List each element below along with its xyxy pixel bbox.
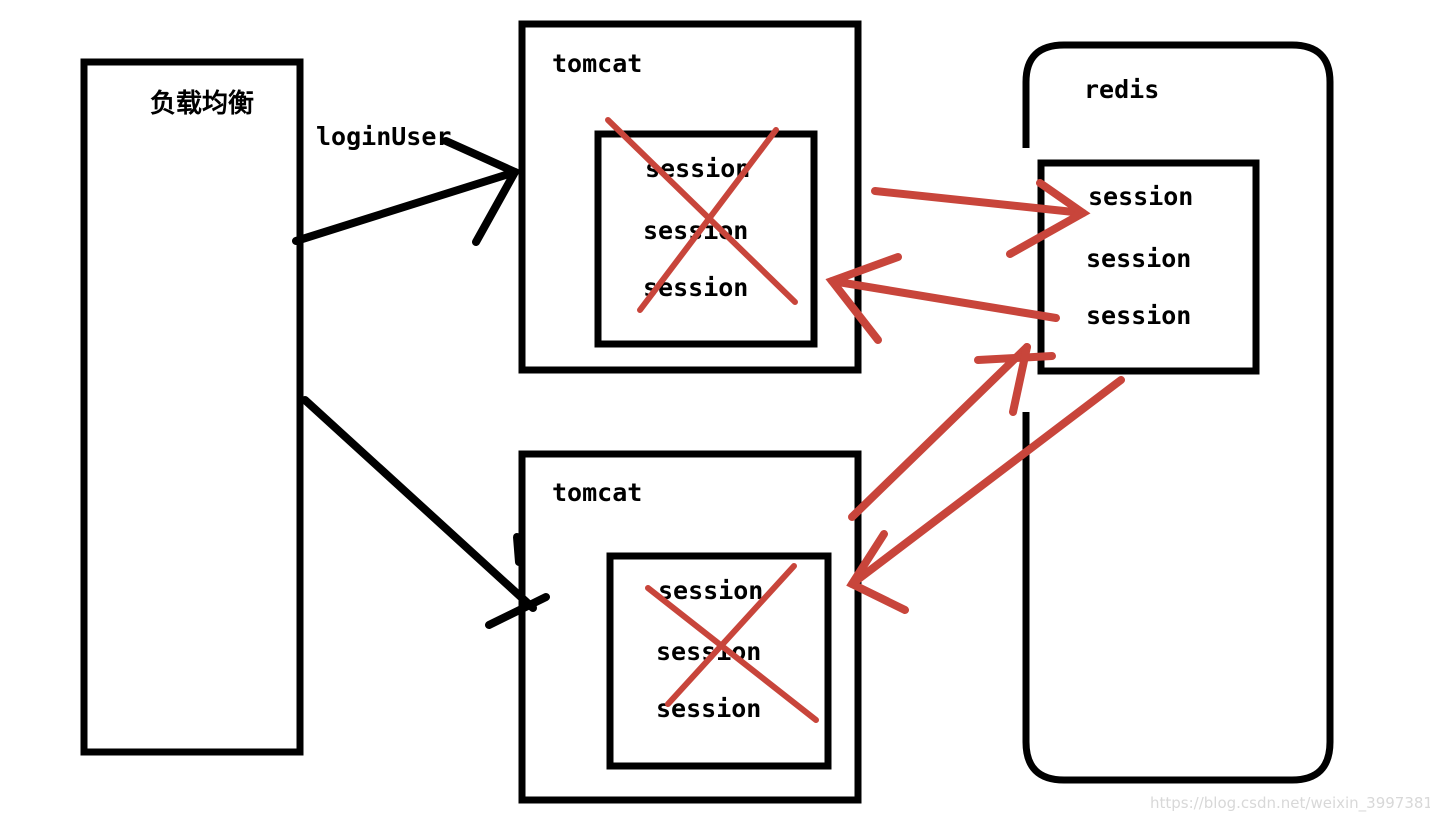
load-balancer-box [80, 58, 304, 756]
redis: redis session session session [1022, 41, 1334, 784]
lb-to-tomcat-bottom-arrow [301, 396, 550, 629]
tomcat-bottom: tomcat session session session [518, 450, 862, 804]
tomcat-top-cross-mark [605, 117, 798, 313]
tomcat-top-box [518, 20, 862, 374]
redis-label: redis [1084, 75, 1159, 104]
tomcat-bottom-label: tomcat [552, 478, 642, 507]
tomcat-bottom-session-1: session [658, 576, 763, 605]
redis-session-2: session [1086, 244, 1191, 273]
redis-to-tomcat-bottom-arrow [846, 376, 1125, 614]
tomcat-bottom-box [518, 450, 862, 804]
tomcat-bottom-to-redis-arrow [848, 343, 1056, 521]
load-balancer: 负载均衡 [80, 58, 304, 756]
redis-container [1022, 41, 1334, 784]
tomcat-top: tomcat session session session [518, 20, 862, 374]
login-user-label: loginUser [316, 122, 451, 151]
tomcat-top-to-redis-arrow [871, 179, 1091, 258]
tomcat-top-session-1: session [645, 154, 750, 183]
tomcat-bottom-cross-mark [645, 563, 819, 723]
load-balancer-label: 负载均衡 [150, 88, 254, 119]
tomcat-bottom-session-store [606, 552, 832, 770]
lb-to-tomcat-top-arrow [292, 137, 521, 246]
watermark-text: https://blog.csdn.net/weixin_39973810 [1150, 794, 1430, 813]
tomcat-top-label: tomcat [552, 49, 642, 78]
tomcat-top-session-store [594, 130, 818, 348]
redis-session-store [1037, 159, 1260, 375]
redis-to-tomcat-top-arrow [825, 253, 1060, 344]
redis-session-1: session [1088, 182, 1193, 211]
redis-session-3: session [1086, 301, 1191, 330]
